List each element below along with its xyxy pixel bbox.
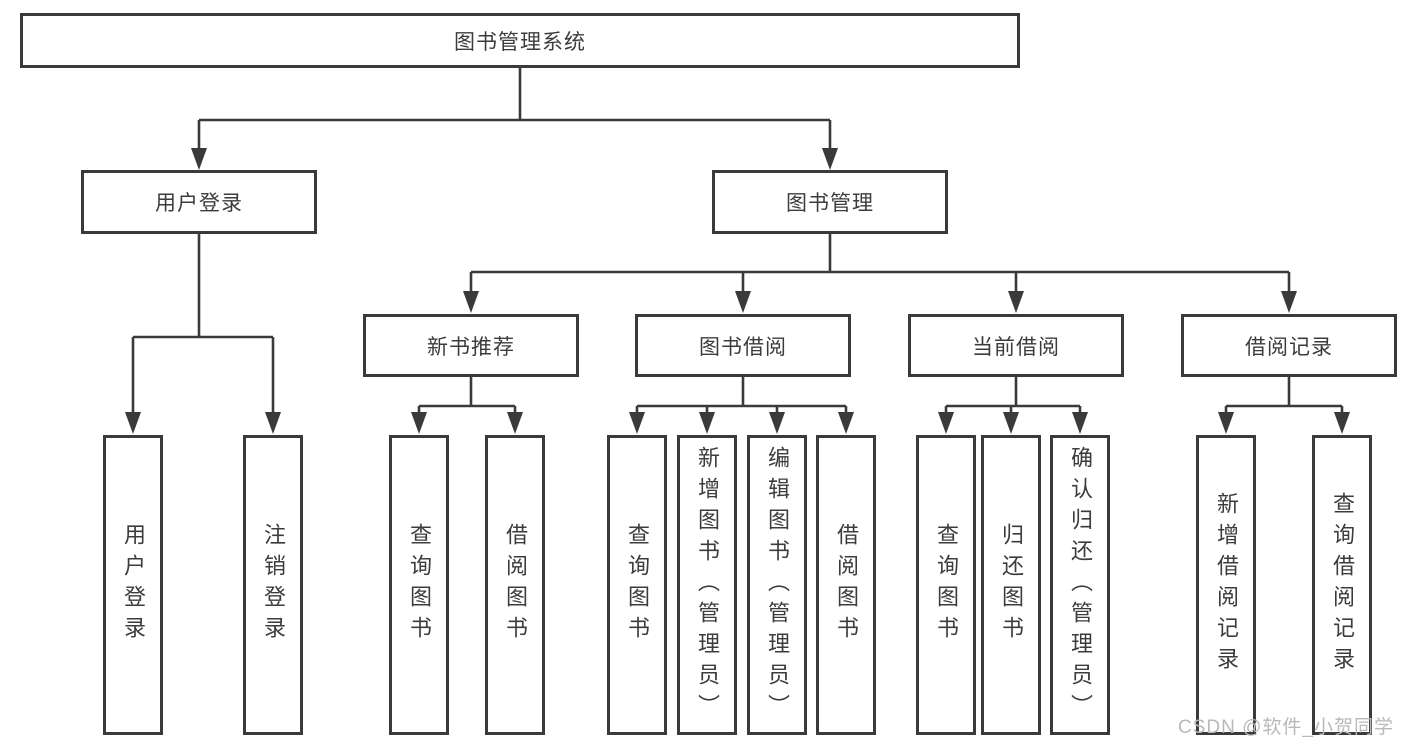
node-library-management-system: 图书管理系统 <box>20 13 1020 68</box>
connector-book-borrowing <box>629 377 854 434</box>
node-user-login: 用户登录 <box>81 170 317 234</box>
leaf-add-borrow-record: 新增借阅记录 <box>1196 435 1256 735</box>
leaf-edit-books-admin: 编辑图书（管理员） <box>747 435 807 735</box>
node-book-management: 图书管理 <box>712 170 948 234</box>
leaf-borrow-books-borrowing: 借阅图书 <box>816 435 876 735</box>
leaf-query-borrow-record: 查询借阅记录 <box>1312 435 1372 735</box>
leaf-add-books-admin: 新增图书（管理员） <box>677 435 737 735</box>
watermark: CSDN @软件_小贺同学 <box>1178 717 1394 738</box>
connector-book-management <box>463 234 1297 313</box>
leaf-user-login: 用户登录 <box>103 435 163 735</box>
connector-borrowing-records <box>1218 377 1350 434</box>
connector-new-book-recommendation <box>411 377 523 434</box>
leaf-confirm-return-admin: 确认归还（管理员） <box>1050 435 1110 735</box>
node-new-book-recommendation: 新书推荐 <box>363 314 579 377</box>
leaf-logout: 注销登录 <box>243 435 303 735</box>
connector-root <box>191 68 838 170</box>
leaf-query-books-borrowing: 查询图书 <box>607 435 667 735</box>
node-book-borrowing: 图书借阅 <box>635 314 851 377</box>
leaf-borrow-books-recommend: 借阅图书 <box>485 435 545 735</box>
leaf-query-books-current: 查询图书 <box>916 435 976 735</box>
node-borrowing-records: 借阅记录 <box>1181 314 1397 377</box>
connector-user-login <box>125 234 281 434</box>
connector-current-borrowing <box>938 377 1088 434</box>
leaf-return-books: 归还图书 <box>981 435 1041 735</box>
node-current-borrowing: 当前借阅 <box>908 314 1124 377</box>
leaf-query-books-recommend: 查询图书 <box>389 435 449 735</box>
